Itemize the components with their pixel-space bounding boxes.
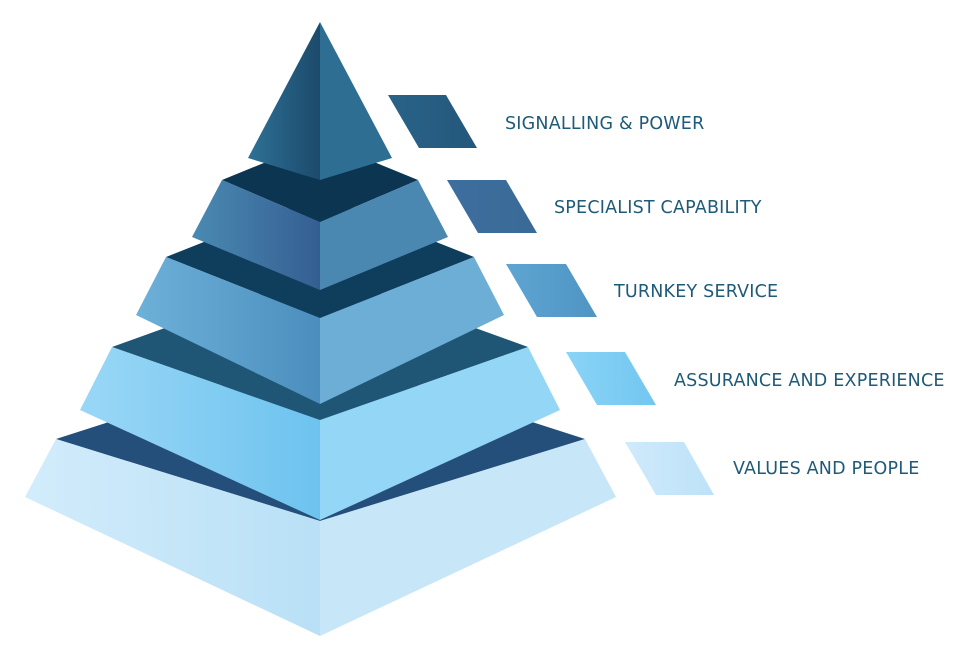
tier-4-tag [566, 352, 656, 405]
tier-1-left-face [248, 22, 320, 180]
tier-3-right-face [320, 257, 504, 404]
tier-2-left-face [192, 180, 320, 290]
tier-4-right-face [320, 347, 560, 520]
tier-1-right-face [320, 22, 392, 180]
tier-1-label: SIGNALLING & POWER [505, 114, 704, 134]
tier-2-tag [447, 180, 537, 233]
tier-1-tag [388, 95, 477, 148]
tier-2-label: SPECIALIST CAPABILITY [554, 198, 762, 218]
tier-5-right-face [320, 439, 616, 636]
tier-5-label: VALUES AND PEOPLE [733, 459, 919, 479]
tier-4-left-face [80, 347, 320, 520]
tier-2-right-face [320, 180, 448, 290]
tier-signalling-and-power [248, 22, 392, 180]
tier-4-label: ASSURANCE AND EXPERIENCE [674, 371, 945, 391]
tier-5-tag [625, 442, 714, 495]
tier-3-tag [506, 264, 597, 317]
tier-5-left-face [25, 439, 320, 636]
tier-3-label: TURNKEY SERVICE [613, 282, 778, 302]
tier-3-left-face [136, 257, 320, 404]
